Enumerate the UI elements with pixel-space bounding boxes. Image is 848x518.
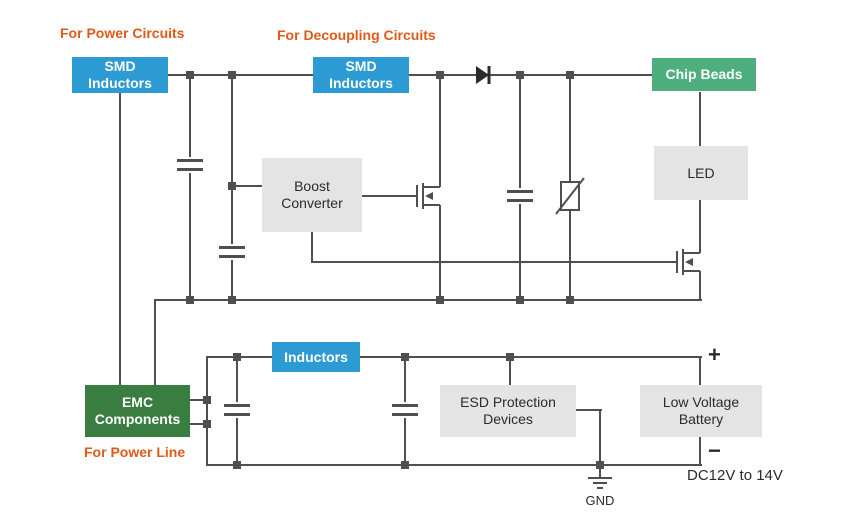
junction-dot xyxy=(401,353,409,361)
junction-dot xyxy=(566,71,574,79)
capacitor-icon xyxy=(219,244,245,260)
wire xyxy=(154,299,702,301)
wire xyxy=(154,299,156,386)
junction-dot xyxy=(506,353,514,361)
wire xyxy=(699,92,701,146)
wire xyxy=(190,399,208,401)
junction-dot xyxy=(228,182,236,190)
label-dc-voltage-range: DC12V to 14V xyxy=(687,467,783,484)
label-for-power-line: For Power Line xyxy=(84,444,186,460)
block-emc-components: EMC Components xyxy=(85,385,190,437)
junction-dot xyxy=(436,296,444,304)
ground-icon xyxy=(586,476,614,492)
block-smd-inductors-power: SMD Inductors xyxy=(72,57,168,93)
wire xyxy=(362,195,410,197)
wire xyxy=(311,232,313,263)
junction-dot xyxy=(233,461,241,469)
label-for-decoupling-circuits: For Decoupling Circuits xyxy=(277,27,436,43)
block-inductors: Inductors xyxy=(272,342,360,372)
battery-minus-sign: − xyxy=(708,438,721,463)
wire xyxy=(699,437,701,466)
junction-dot xyxy=(186,296,194,304)
wire xyxy=(311,261,668,263)
junction-dot xyxy=(596,461,604,469)
capacitor-icon xyxy=(392,402,418,418)
diode-icon xyxy=(470,63,498,87)
junction-dot xyxy=(203,396,211,404)
wire xyxy=(206,356,702,358)
wire xyxy=(576,409,602,411)
block-smd-inductors-decoupling: SMD Inductors xyxy=(313,57,409,93)
block-low-voltage-battery: Low Voltage Battery xyxy=(640,385,762,437)
capacitor-icon xyxy=(224,402,250,418)
junction-dot xyxy=(228,296,236,304)
wire xyxy=(509,356,511,386)
label-gnd: GND xyxy=(585,493,615,508)
mosfet-icon xyxy=(408,174,448,218)
wire xyxy=(206,356,208,466)
label-for-power-circuits: For Power Circuits xyxy=(60,25,185,41)
wire xyxy=(599,409,601,478)
block-boost-converter: Boost Converter xyxy=(262,158,362,232)
wire xyxy=(168,74,652,76)
battery-plus-sign: + xyxy=(708,342,721,367)
block-chip-beads: Chip Beads xyxy=(652,58,756,91)
wire xyxy=(519,74,521,301)
junction-dot xyxy=(186,71,194,79)
junction-dot xyxy=(516,296,524,304)
wire xyxy=(119,93,121,385)
varistor-icon xyxy=(554,174,586,218)
block-esd-protection-devices: ESD Protection Devices xyxy=(440,385,576,437)
junction-dot xyxy=(566,296,574,304)
wire xyxy=(232,185,262,187)
junction-dot xyxy=(516,71,524,79)
junction-dot xyxy=(228,71,236,79)
wire xyxy=(190,423,208,425)
junction-dot xyxy=(401,461,409,469)
mosfet-icon xyxy=(668,240,708,284)
block-led: LED xyxy=(654,146,748,200)
junction-dot xyxy=(436,71,444,79)
wire xyxy=(189,74,191,301)
wire xyxy=(699,356,701,386)
capacitor-icon xyxy=(177,157,203,173)
wire xyxy=(206,464,702,466)
junction-dot xyxy=(233,353,241,361)
capacitor-icon xyxy=(507,188,533,204)
junction-dot xyxy=(203,420,211,428)
